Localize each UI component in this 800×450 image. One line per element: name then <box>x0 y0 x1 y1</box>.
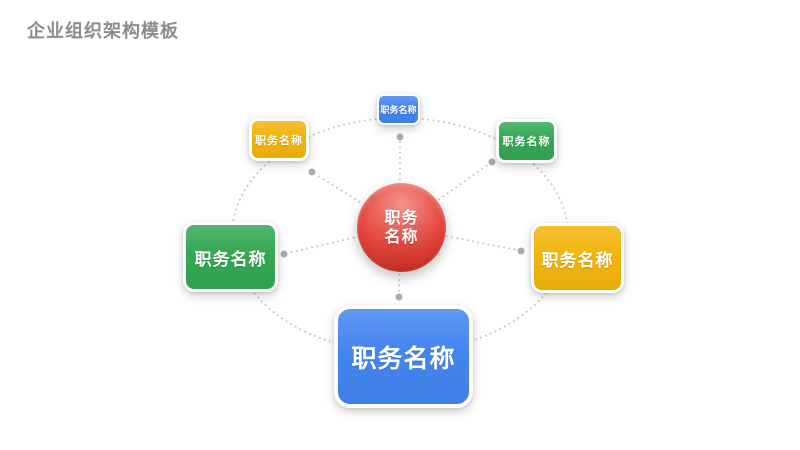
node-top-left: 职务名称 <box>249 118 309 161</box>
page-title: 企业组织架构模板 <box>27 21 179 41</box>
center-node-circle: 职务 名称 <box>357 183 446 272</box>
connector-endpoint-dot <box>395 293 403 301</box>
connector-endpoint-dot <box>517 247 525 255</box>
node-left: 职务名称 <box>183 222 278 292</box>
connector-line-left <box>287 226 401 254</box>
connector-line-top-right <box>399 163 490 228</box>
node-top: 职务名称 <box>377 94 420 125</box>
center-node-label-line2: 名称 <box>384 228 419 246</box>
node-bottom: 职务名称 <box>334 305 473 408</box>
node-right: 职务名称 <box>531 223 624 293</box>
connector-endpoint-dot <box>280 250 288 258</box>
node-top-right: 职务名称 <box>496 119 557 163</box>
center-node-label-line1: 职务 <box>384 209 419 227</box>
connector-endpoint-dot <box>396 133 404 141</box>
connector-endpoint-dot <box>308 168 316 176</box>
connector-endpoint-dot <box>488 158 496 166</box>
